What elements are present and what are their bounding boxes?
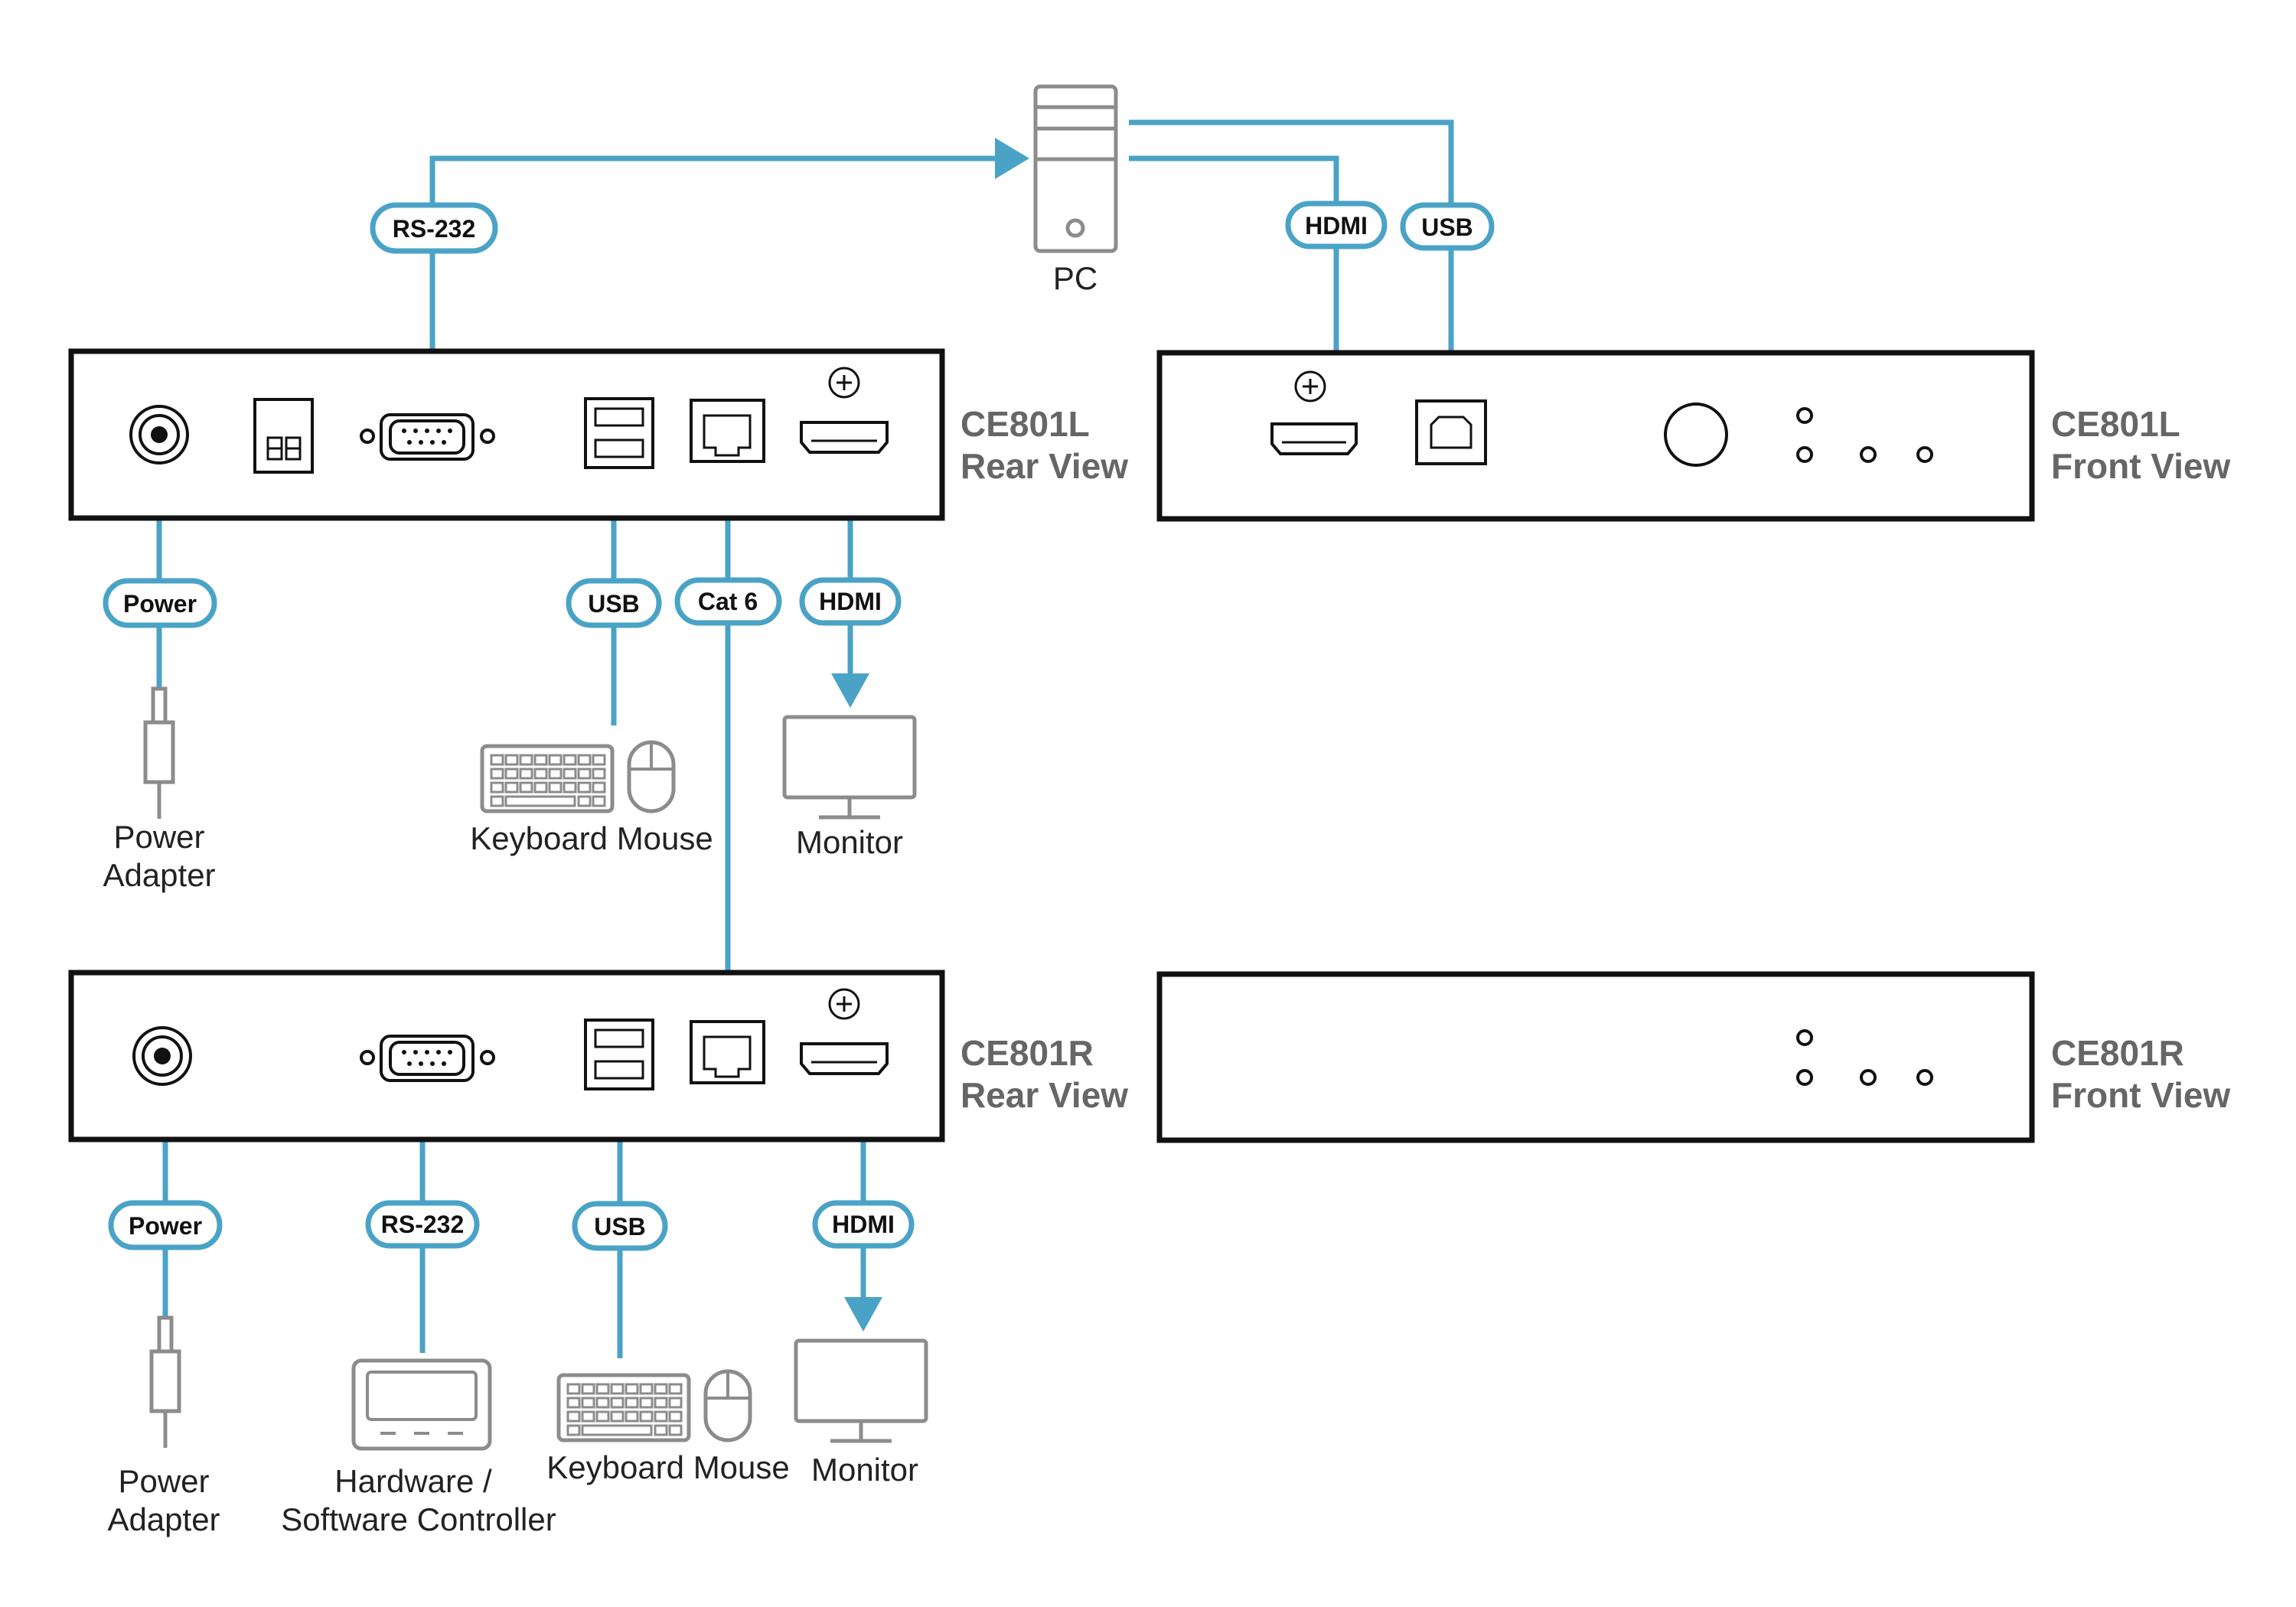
usb-cable-pc-to-front	[1129, 119, 1454, 399]
power-jack-icon	[129, 405, 189, 464]
tag-r-power: Power	[108, 1200, 223, 1250]
ce801l-rear-title: CE801L	[960, 404, 1090, 444]
r-controller-icon	[351, 1358, 492, 1451]
rs232-cable-to-pc	[429, 155, 1003, 409]
arrow-to-pc-icon	[995, 138, 1029, 179]
ce801r-front-title: CE801R	[2051, 1033, 2184, 1073]
hdmi-port-icon	[800, 988, 889, 1075]
tag-pc-hdmi: HDMI	[1285, 200, 1388, 249]
l-power-adapter-label-2: Adapter	[103, 857, 215, 893]
r-monitor-label: Monitor	[811, 1452, 918, 1488]
ce801r-front-panel	[1156, 971, 2035, 1143]
svg-text:Cat 6: Cat 6	[698, 588, 758, 615]
ce801r-rear-panel	[68, 970, 945, 1143]
tag-l-power: Power	[103, 578, 217, 628]
power-jack-icon	[132, 1026, 192, 1086]
ce801r-front-subtitle: Front View	[2051, 1075, 2231, 1115]
tag-l-cat6: Cat 6	[674, 577, 782, 626]
l-keyboard-icon	[480, 744, 615, 813]
rj45-port-icon	[690, 1020, 765, 1084]
r-power-adapter-label-1: Power	[118, 1463, 209, 1499]
ce801r-rear-title: CE801R	[960, 1033, 1094, 1073]
svg-text:USB: USB	[594, 1213, 646, 1240]
l-monitor-label: Monitor	[796, 824, 903, 860]
rs232-port-icon	[360, 413, 495, 461]
dip-switch-icon	[253, 398, 314, 474]
tag-r-hdmi: HDMI	[812, 1200, 915, 1249]
usb-a-ports-icon	[584, 1019, 654, 1090]
svg-text:HDMI: HDMI	[1305, 212, 1368, 240]
l-keyboard-mouse-label: Keyboard Mouse	[470, 820, 713, 856]
ce801l-front-panel	[1156, 350, 2035, 522]
l-mouse-icon	[627, 740, 676, 813]
tag-l-hdmi: HDMI	[799, 577, 902, 626]
tag-l-usb: USB	[566, 578, 662, 628]
usb-a-ports-icon	[584, 397, 654, 469]
usb-b-port-icon	[1415, 399, 1487, 465]
push-button-icon	[1664, 403, 1728, 467]
l-power-adapter-label-1: Power	[113, 819, 204, 855]
status-leds-icon	[1796, 1029, 1933, 1086]
hdmi-port-icon	[1270, 370, 1358, 455]
rj45-port-icon	[690, 399, 765, 463]
svg-text:HDMI: HDMI	[819, 588, 882, 615]
tag-pc-rs232: RS-232	[370, 202, 498, 254]
cable-tags: RS-232 HDMI USB Power USB Cat 6 HDMI Po	[103, 200, 1495, 1251]
arrow-to-r-monitor-icon	[844, 1297, 882, 1332]
ce801l-rear-subtitle: Rear View	[960, 446, 1128, 486]
r-controller-label-1: Hardware /	[334, 1463, 492, 1499]
hdmi-cable-pc-to-front	[1129, 155, 1339, 386]
r-keyboard-mouse-label: Keyboard Mouse	[546, 1449, 790, 1485]
svg-text:HDMI: HDMI	[832, 1211, 895, 1238]
r-keyboard-icon	[556, 1373, 691, 1442]
arrow-to-l-monitor-icon	[831, 673, 869, 708]
ce801l-front-subtitle: Front View	[2051, 446, 2231, 486]
svg-text:USB: USB	[1421, 214, 1473, 241]
ce801l-front-title: CE801L	[2051, 404, 2180, 444]
hdmi-port-icon	[800, 367, 889, 454]
r-monitor-icon	[794, 1338, 928, 1443]
r-mouse-icon	[703, 1369, 752, 1442]
ce801r-rear-subtitle: Rear View	[960, 1075, 1128, 1115]
r-controller-label-2: Software Controller	[281, 1501, 556, 1537]
svg-text:Power: Power	[129, 1212, 202, 1240]
svg-text:Power: Power	[123, 590, 197, 618]
status-leds-icon	[1796, 407, 1933, 463]
r-power-plug-icon	[149, 1315, 181, 1448]
r-power-adapter-label-2: Adapter	[107, 1501, 220, 1537]
tag-r-rs232: RS-232	[365, 1200, 480, 1249]
ce801l-rear-panel	[68, 348, 945, 521]
tag-pc-usb: USB	[1400, 202, 1495, 251]
svg-text:RS-232: RS-232	[393, 215, 476, 243]
tag-r-usb: USB	[572, 1201, 668, 1251]
l-monitor-icon	[782, 715, 917, 820]
svg-text:RS-232: RS-232	[381, 1211, 465, 1238]
pc-label: PC	[1053, 260, 1097, 296]
rs232-port-icon	[360, 1035, 495, 1082]
l-power-plug-icon	[143, 686, 175, 819]
pc-tower-icon	[1033, 84, 1118, 253]
svg-text:USB: USB	[588, 590, 640, 618]
